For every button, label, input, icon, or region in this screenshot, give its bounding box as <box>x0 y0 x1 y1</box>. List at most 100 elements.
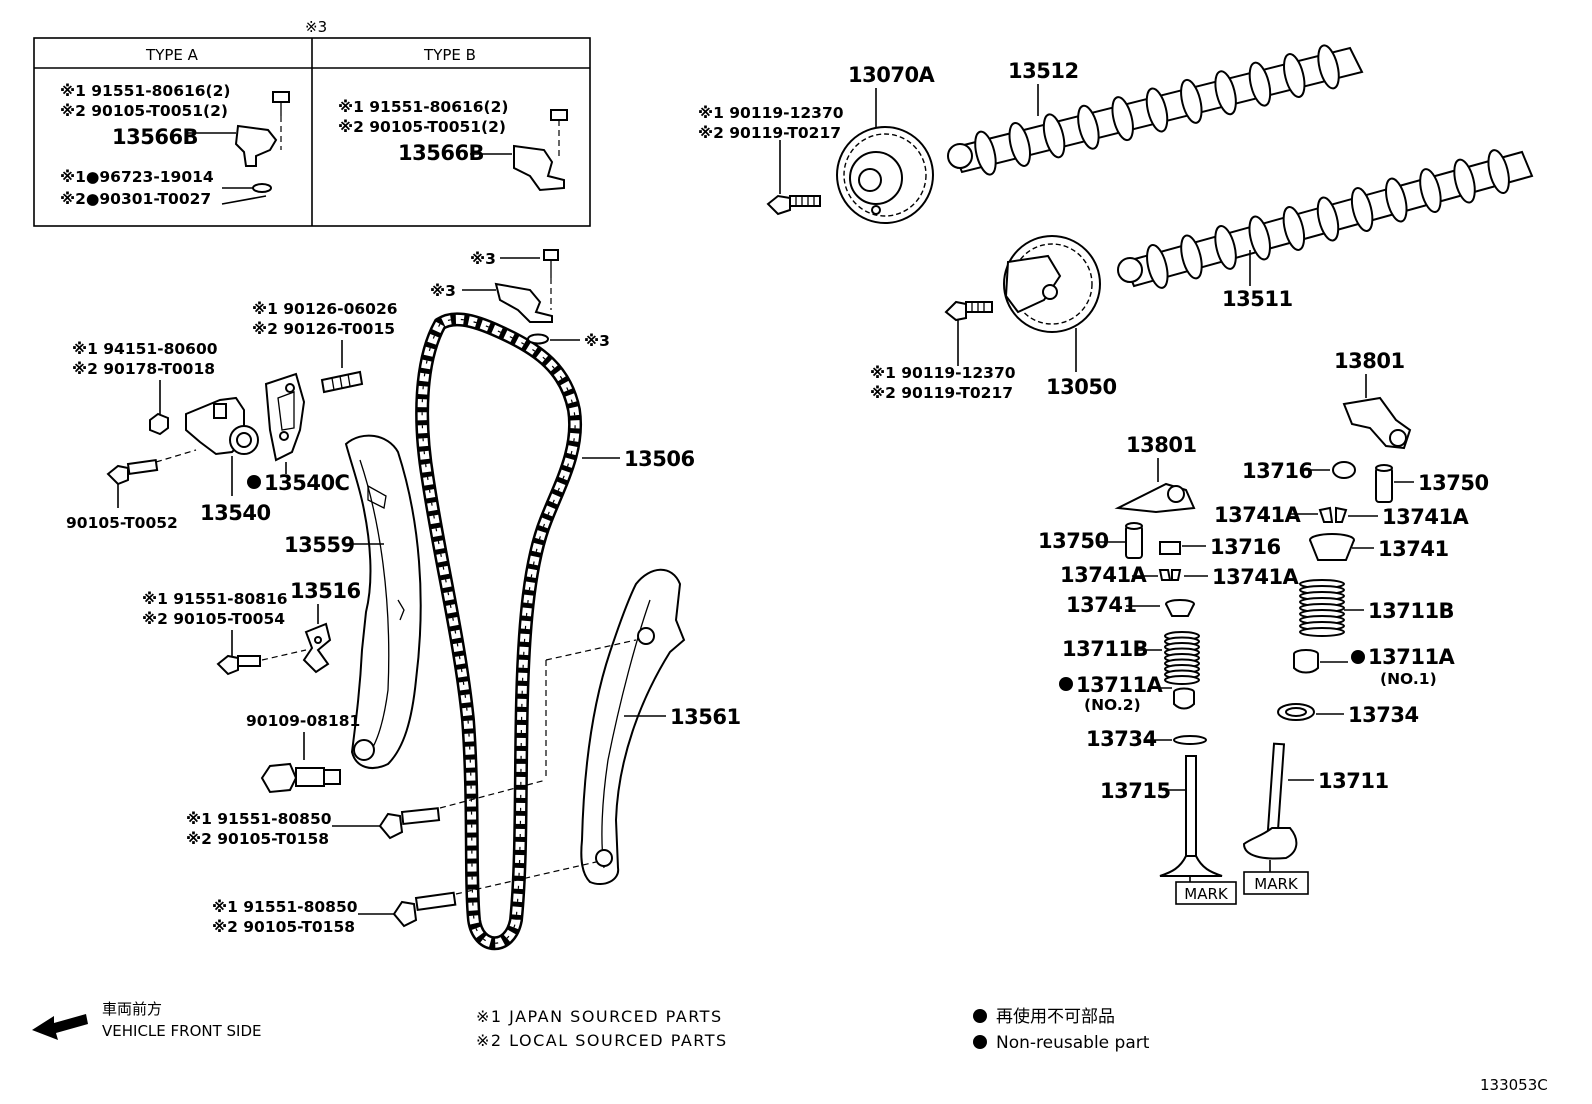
bolt-guide1-1: ※1 91551-80850 <box>186 810 332 828</box>
shim-13716-left <box>1159 541 1181 555</box>
label-13741-a: 13741 <box>1066 593 1137 617</box>
cam-lobe <box>1487 149 1510 195</box>
mark-2: MARK <box>1254 875 1299 893</box>
bolt-guide2 <box>392 861 597 928</box>
cam-lobe <box>1214 224 1237 270</box>
cam-sprocket-exhaust <box>836 126 934 224</box>
type-b-line-3: 13566B <box>398 141 484 165</box>
shim-13716-right <box>1332 461 1356 479</box>
nut-1: ※1 94151-80600 <box>72 340 218 358</box>
stud-bolt <box>320 370 364 394</box>
seat-left <box>1173 735 1207 745</box>
camshaft-intake <box>1117 149 1534 289</box>
rocker-arm-left <box>1114 482 1196 514</box>
cam-lobe <box>1077 104 1100 150</box>
label-13715: 13715 <box>1100 779 1171 803</box>
mark-1: MARK <box>1184 885 1229 903</box>
label-13801-a: 13801 <box>1126 433 1197 457</box>
label-13516: 13516 <box>290 579 361 603</box>
type-box-marker: ※3 <box>305 18 327 36</box>
japan-sourced-note: ※1 JAPAN SOURCED PARTS <box>476 1007 723 1026</box>
cam-lobe <box>1180 78 1203 124</box>
label-13050: 13050 <box>1046 375 1117 399</box>
seal-left <box>1173 687 1195 710</box>
label-13741A-b: 13741A <box>1382 505 1470 529</box>
no1: (NO.1) <box>1380 670 1437 688</box>
bolt-tensioner-label: 90105-T0052 <box>66 514 178 532</box>
cam-lobe <box>974 130 997 176</box>
label-13512: 13512 <box>1008 59 1079 83</box>
keeper-right-1 <box>1318 506 1334 523</box>
local-sourced-note: ※2 LOCAL SOURCED PARTS <box>476 1031 728 1050</box>
type-a-line-3: 13566B <box>112 125 198 149</box>
vehicle-front-jp: 車両前方 <box>102 1000 162 1018</box>
tensioner-13540 <box>185 396 259 456</box>
mark-box-1 <box>1175 881 1237 905</box>
label-13511: 13511 <box>1222 287 1293 311</box>
label-13559: 13559 <box>284 533 355 557</box>
type-a-line-4: ※1●96723-19014 <box>60 168 214 186</box>
illustration-id: 133053C <box>1480 1076 1548 1094</box>
spring-right <box>1299 579 1345 637</box>
marker-3a: ※3 <box>470 250 496 268</box>
cam-sprocket-intake <box>1003 235 1101 333</box>
nut <box>149 412 169 436</box>
type-b-line-1: ※1 91551-80616(2) <box>338 98 509 116</box>
no2: (NO.2) <box>1084 696 1141 714</box>
bolt-cam-upper <box>766 140 821 216</box>
type-b-header: TYPE B <box>423 46 476 64</box>
chain-guide-bracket <box>494 249 559 345</box>
cam-lobe <box>1283 53 1306 98</box>
bolt-cam-upper-1: ※1 90119-12370 <box>698 104 844 122</box>
chain-slipper-13559 <box>344 434 422 769</box>
label-13711B-b: 13711B <box>1368 599 1454 623</box>
bolt-cam-lower <box>944 300 993 366</box>
type-a-header: TYPE A <box>145 46 199 64</box>
type-a-bracket <box>186 91 290 205</box>
label-13750-a: 13750 <box>1038 529 1109 553</box>
spring-coil <box>1164 675 1200 685</box>
label-13711A-b: 13711A <box>1368 645 1456 669</box>
vehicle-front-arrow <box>32 1014 88 1040</box>
stud-1: ※1 90126-06026 <box>252 300 398 318</box>
cam-lobe <box>1316 196 1340 242</box>
cam-lobe <box>1385 177 1408 223</box>
stud-2: ※2 90126-T0015 <box>252 320 395 338</box>
bolt-guide2-2: ※2 90105-T0158 <box>212 918 355 936</box>
bolt-guide2-1: ※1 91551-80850 <box>212 898 358 916</box>
rocker-arm-right <box>1342 396 1412 450</box>
label-13741A-d: 13741A <box>1212 565 1300 589</box>
cam-lobe <box>1453 158 1476 204</box>
label-13741A-a: 13741A <box>1214 503 1302 527</box>
spring-coil <box>1299 627 1345 637</box>
cam-lobe <box>1248 215 1271 261</box>
type-a-line-5: ※2●90301-T0027 <box>60 190 211 208</box>
timing-chain <box>415 312 583 951</box>
bolt-guide1 <box>378 779 547 840</box>
label-13716-a: 13716 <box>1242 459 1313 483</box>
type-b-bracket <box>470 109 568 192</box>
nut-2: ※2 90178-T0018 <box>72 360 215 378</box>
lash-adjuster-left <box>1125 522 1143 559</box>
label-13716-b: 13716 <box>1210 535 1281 559</box>
bolt-damper-1: ※1 91551-80816 <box>142 590 288 608</box>
retainer-right <box>1309 533 1355 561</box>
cam-lobe <box>1317 44 1340 90</box>
label-13540C: 13540C <box>264 471 350 495</box>
cam-lobe <box>1111 96 1134 142</box>
keeper-left-1 <box>1158 569 1172 581</box>
nonreuse-dot <box>247 475 261 489</box>
bolt-damper <box>216 649 307 676</box>
seal-right <box>1293 649 1319 674</box>
cam-lobe <box>1419 168 1442 214</box>
pivot-label: 90109-08181 <box>246 712 360 730</box>
label-13801-b: 13801 <box>1334 349 1405 373</box>
cam-lobe <box>1145 87 1169 133</box>
type-box: ※3 TYPE A TYPE B ※1 91551-80616(2) ※2 90… <box>33 18 591 227</box>
seat-right <box>1277 703 1315 721</box>
lash-adjuster-right <box>1375 464 1393 503</box>
bolt-damper-2: ※2 90105-T0054 <box>142 610 285 628</box>
nonreuse-jp: 再使用不可部品 <box>996 1006 1115 1027</box>
